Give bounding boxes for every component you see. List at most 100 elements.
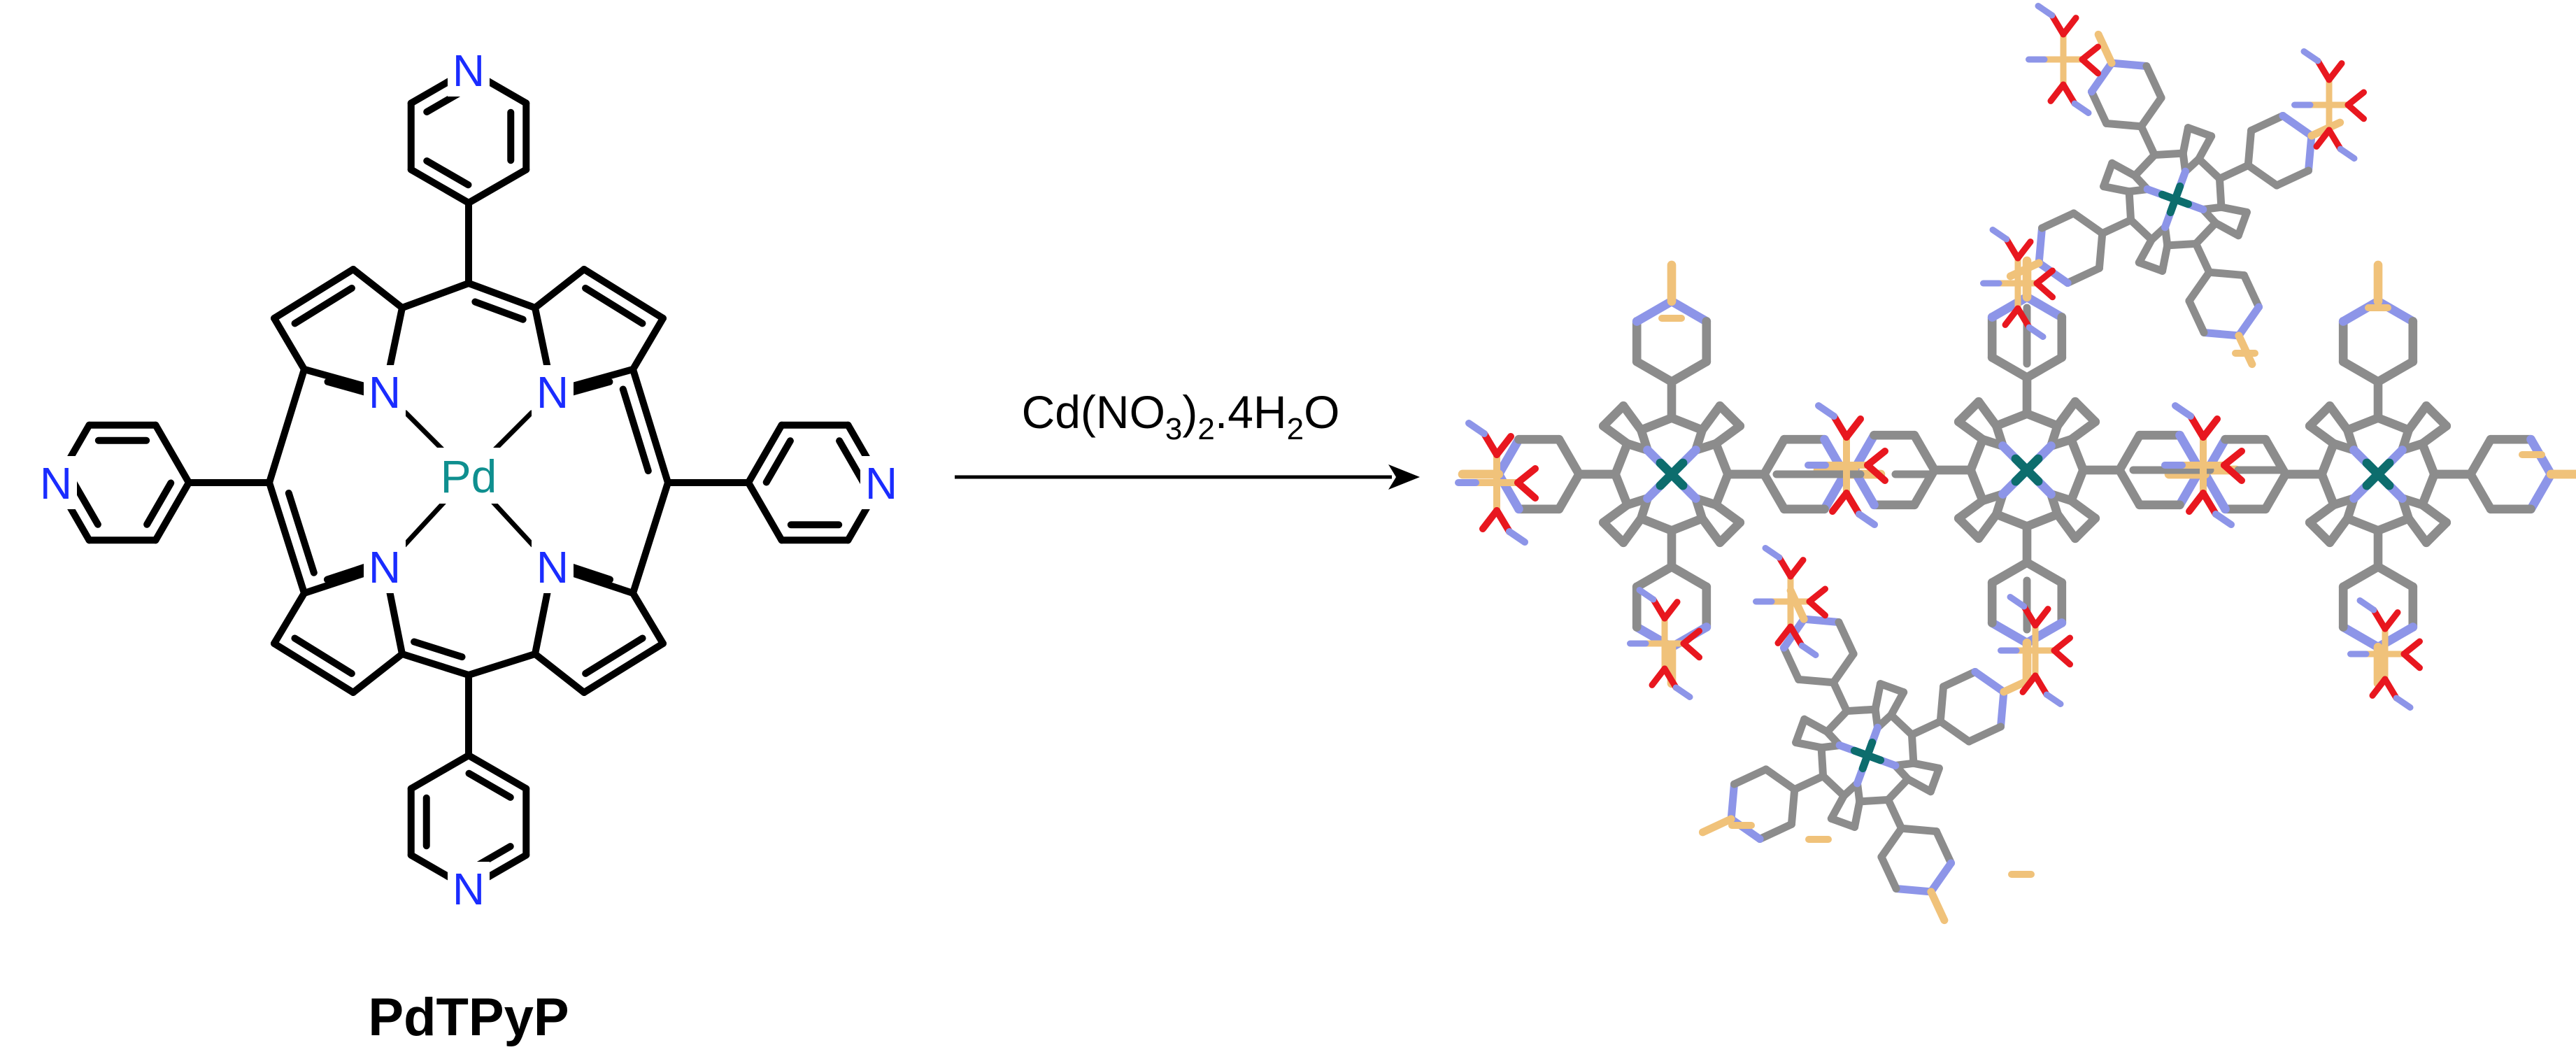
- pyridyl-stick: [2205, 268, 2248, 280]
- pyridyl-stick: [2247, 111, 2287, 135]
- meso-stick: [2373, 413, 2414, 435]
- pyrrole-bot-left-double-bond: [291, 634, 355, 677]
- pyrrole-n-label-mask: [364, 365, 406, 418]
- n-cd-stick: [1927, 888, 1949, 925]
- porphyrin-stick: [1711, 421, 1745, 448]
- porphyrin-stick: [2135, 258, 2167, 275]
- pyridyl-stick: [1835, 618, 1858, 658]
- porphyrin-stick: [2158, 241, 2172, 275]
- nitrate-stick: [2060, 15, 2079, 38]
- pd-cross: [1656, 458, 1688, 490]
- pyridyl-stick: [1632, 357, 1677, 387]
- porphyrin-stick: [1926, 764, 1943, 796]
- pyridyl-stick: [1554, 434, 1584, 479]
- porphyrin-stick: [1851, 797, 1864, 831]
- nitrate-stick: [1506, 528, 1528, 546]
- pyridyl-stick: [1909, 430, 1940, 475]
- porphyrin-stick: [1618, 513, 1646, 548]
- meso-stick: [2127, 216, 2156, 244]
- porphyrin-stick: [1598, 500, 1632, 527]
- pyridyl-stick: [1494, 434, 1523, 479]
- n-cd-stick: [2094, 30, 2116, 67]
- pyridyl-stick: [2185, 297, 2208, 336]
- pd-n-bond: [403, 410, 446, 453]
- pyridyl-stick: [2304, 132, 2316, 175]
- nitrate-stick: [2035, 2, 2056, 19]
- meso-double-bond: [471, 298, 527, 323]
- nitrate-stick: [2382, 676, 2400, 702]
- nitrate-stick: [2221, 462, 2245, 484]
- crystal-structure: [1455, 2, 2576, 925]
- cd-nitrate-node: [1997, 593, 2074, 708]
- nitrate-stick: [1864, 448, 1888, 469]
- pyridyl-stick: [2240, 271, 2263, 311]
- porphyrin-stick: [1974, 509, 2001, 543]
- porphyrin-stick: [2417, 500, 2452, 527]
- nitrate-stick: [1787, 557, 1807, 580]
- meso-bond: [399, 280, 472, 311]
- pyrrole-bot-right-bond: [581, 640, 667, 696]
- pyridyl-stick: [2022, 292, 2067, 322]
- nitrate-stick: [2047, 81, 2067, 104]
- nitrate-stick: [1806, 598, 1829, 619]
- meso-stick: [2215, 174, 2226, 211]
- pyridyl-stick: [1940, 667, 1979, 691]
- porphyrin-stick: [2305, 500, 2339, 527]
- pyridyl-stick: [1667, 562, 1712, 592]
- pyridyl-stick: [2142, 62, 2165, 102]
- porphyrin-stick: [1876, 680, 1908, 697]
- porphyrin-stick: [1698, 513, 1725, 548]
- pyridyl-stick: [2526, 469, 2556, 514]
- pyridyl-stick: [1727, 780, 1739, 823]
- n-cd-stick: [2307, 118, 2344, 140]
- pyrrole-top-right-bond: [629, 315, 667, 373]
- n-cd-stick: [1698, 815, 1735, 837]
- pyridyl-stick: [2244, 161, 2281, 190]
- cd-nitrate-node: [1752, 544, 1829, 659]
- meso-stick: [1842, 705, 1879, 716]
- pyrrole-n-label: N: [369, 367, 401, 418]
- pyridyl-stick: [1820, 469, 1849, 514]
- pyridyl-stick: [1759, 469, 1789, 514]
- nitrate-stick: [2200, 415, 2221, 441]
- meso-stick: [1884, 775, 1912, 804]
- nitrate-stick: [2026, 324, 2047, 341]
- nitrate-stick: [1774, 623, 1794, 646]
- nitrate-stick: [2186, 490, 2207, 515]
- meso-bond: [465, 280, 539, 311]
- porphyrin-stick: [2184, 124, 2216, 141]
- nitrate-stick: [2051, 634, 2074, 654]
- meso-stick: [2317, 439, 2339, 479]
- pyridyl-stick: [2200, 469, 2230, 514]
- nitrate-stick: [2356, 597, 2377, 613]
- porphyrin-stick: [1598, 401, 1628, 431]
- pyridine-right-bond: [745, 479, 785, 544]
- nitrate-stick: [1864, 462, 1888, 484]
- nitrate-stick: [1672, 684, 1693, 701]
- meso-stick: [1966, 434, 1988, 475]
- porphyrin-stick: [2053, 509, 2080, 543]
- nitrate-stick: [1762, 544, 1783, 561]
- nitrate-stick: [2051, 647, 2074, 668]
- pyridine-left-n-label: N: [40, 458, 72, 509]
- nitrate-stick: [2033, 280, 2056, 301]
- pyridyl-stick: [1800, 615, 1843, 627]
- porphyrin-stick: [2066, 496, 2100, 523]
- meso-stick: [1907, 730, 1918, 767]
- nitrate-stick: [2071, 100, 2092, 117]
- pyrrole-top-left-double-bond: [291, 284, 355, 327]
- nitrate-stick: [1636, 586, 1657, 603]
- meso-stick: [2022, 509, 2063, 531]
- pyridyl-stick: [1877, 853, 1900, 893]
- pyridyl-stick: [1987, 353, 2032, 383]
- porphyrin-stick: [2066, 417, 2100, 444]
- nitrate-stick: [2221, 448, 2245, 469]
- meso-stick: [1991, 509, 2032, 531]
- pyridyl-stick: [2022, 353, 2067, 383]
- meso-bond: [465, 651, 539, 678]
- meso-stick: [2022, 409, 2063, 431]
- porphyrin-stick: [2108, 159, 2139, 180]
- pyrrole-bot-right-double-bond: [582, 634, 646, 677]
- pyridyl-stick: [1667, 357, 1712, 387]
- cd-nitrate-node: [2025, 2, 2102, 117]
